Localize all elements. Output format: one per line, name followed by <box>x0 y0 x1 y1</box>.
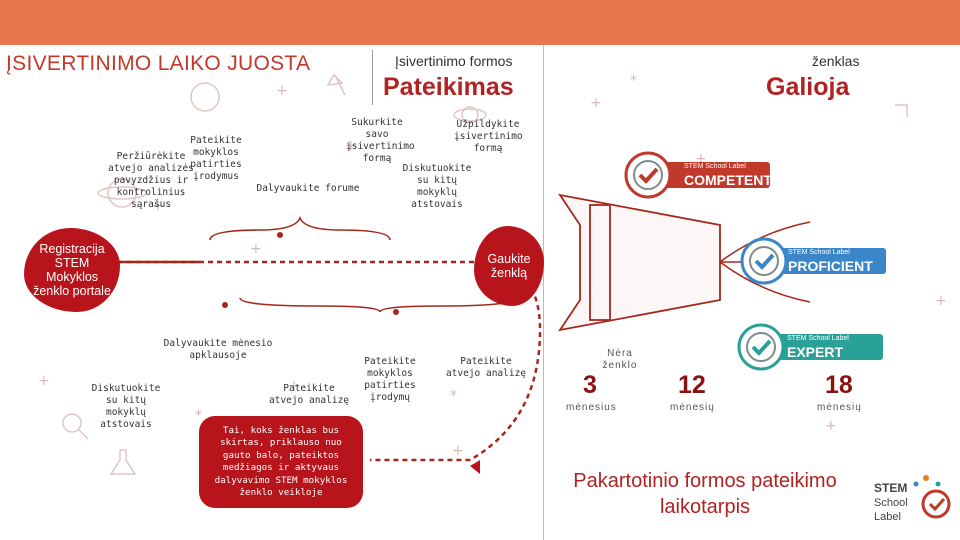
svg-text:School: School <box>874 497 908 509</box>
svg-text:Label: Label <box>874 511 901 523</box>
duration-18-value: 18 <box>825 371 853 400</box>
no-label-text: Nėra ženklo <box>600 348 640 372</box>
duration-12-unit: mėnesių <box>670 402 715 413</box>
step-review: Peržiūrėkite atvejo analizės pavyzdžius … <box>107 151 195 211</box>
duration-3-unit: mėnesius <box>566 402 617 413</box>
step-discuss-top: Diskutuokite su kitų mokyklų atstovais <box>401 163 473 211</box>
step-monthly-survey: Dalyvaukite mėnesio apklausoje <box>158 338 278 362</box>
step-forum: Dalyvaukite forume <box>253 183 363 195</box>
duration-18-unit: mėnesių <box>817 402 862 413</box>
badge-proficient: STEM School Label PROFICIENT <box>738 236 888 286</box>
duration-12-value: 12 <box>678 371 706 400</box>
start-registration: Registracija STEM Mokyklos ženklo portal… <box>24 228 120 312</box>
step-case-study-right: Pateikite atvejo analizę <box>442 356 530 380</box>
badge-expert: STEM School Label EXPERT <box>735 322 885 372</box>
info-box: Tai, koks ženklas bus skirtas, priklauso… <box>199 416 363 508</box>
footer-title: Pakartotinio formos pateikimo laikotarpi… <box>570 468 840 520</box>
svg-text:STEM: STEM <box>874 481 907 495</box>
duration-3-value: 3 <box>583 371 597 400</box>
step-fill: Užpildykite įsivertinimo formą <box>454 119 522 155</box>
get-label: Gaukite ženklą <box>474 226 544 306</box>
stem-school-label-logo: STEM School Label <box>868 470 956 528</box>
step-submit-evidence: Pateikite mokyklos patirties įrodymus <box>186 135 246 183</box>
badge-competent: STEM School Label COMPETENT <box>622 150 772 200</box>
step-evidence-bottom: Pateikite mokyklos patirties įrodymų <box>360 356 420 404</box>
step-discuss-bottom: Diskutuokite su kitų mokyklų atstovais <box>85 383 167 431</box>
step-case-study-left: Pateikite atvejo analizę <box>267 383 351 407</box>
step-create: Sukurkite savo įsivertinimo formą <box>346 117 408 165</box>
